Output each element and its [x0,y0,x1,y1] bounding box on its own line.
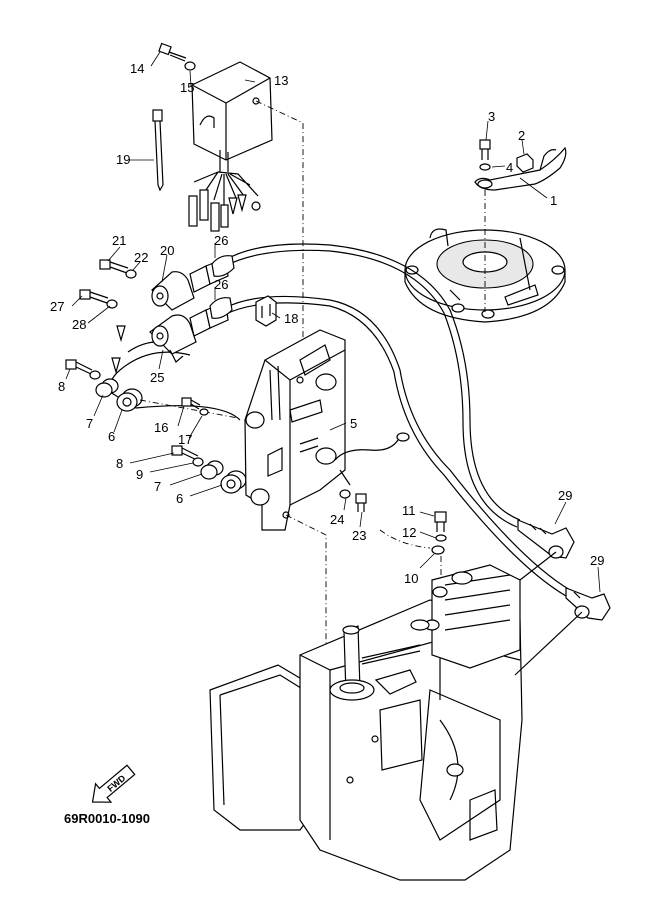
label-part-7a: 7 [86,416,93,431]
guide-line-13 [255,100,304,390]
bracket-5 [244,329,346,531]
label-part-21: 21 [112,233,126,248]
collar-7b [200,460,224,480]
washer-22 [125,269,137,279]
label-part-5: 5 [350,416,357,431]
label-part-8b: 8 [116,456,123,471]
collar-7a [95,378,119,398]
label-part-6a: 6 [108,429,115,444]
label-part-28: 28 [72,317,86,332]
label-part-29a: 29 [558,488,572,503]
label-part-11: 11 [402,503,416,518]
label-part-20: 20 [160,243,174,258]
label-part-27: 27 [50,299,64,314]
guide-line-6a [139,399,239,419]
label-part-8a: 8 [58,379,65,394]
label-part-10: 10 [404,571,418,586]
washer-9 [192,457,204,467]
pulser-coil-1 [474,146,567,191]
label-part-1: 1 [550,193,557,208]
bolt-27 [79,289,109,304]
bolt-16 [181,397,201,410]
label-part-2: 2 [518,128,525,143]
label-part-6b: 6 [176,491,183,506]
cdi-unit-13 [188,61,273,232]
cap-line-a [519,551,557,581]
grommet-6a [116,388,143,412]
leader-lines [65,51,601,593]
label-part-19: 19 [116,152,130,167]
label-part-26b: 26 [214,277,228,292]
bolt-8b [171,445,199,461]
fwd-arrow-icon: FWD [91,764,136,803]
label-part-17: 17 [178,432,192,447]
bolt-11 [434,511,447,532]
label-part-13: 13 [274,73,288,88]
label-part-9: 9 [136,467,143,482]
label-part-7b: 7 [154,479,161,494]
bolt-21 [99,259,129,274]
label-part-16: 16 [154,420,168,435]
clip-18 [255,295,277,327]
engine-block [209,564,523,881]
washer-4 [479,163,491,171]
bolt-8a [65,359,93,375]
ground-wire [334,439,399,461]
guide-line-5 [285,514,376,739]
cable-tie-19 [152,109,164,192]
washer-8a [89,370,101,380]
spike-part [116,325,126,343]
label-part-26a: 26 [214,233,228,248]
guide-line-10 [379,529,431,549]
plug-cap-29b [565,587,611,621]
label-part-12: 12 [402,525,416,540]
washer-12 [435,534,447,542]
wire-terminal [396,432,410,442]
diagram-code: 69R0010-1090 [64,811,150,826]
label-part-15: 15 [180,80,194,95]
label-part-29b: 29 [590,553,604,568]
washer-17 [199,408,209,416]
part-labels: 1 2 3 4 5 6 6 7 7 8 8 9 10 11 12 13 14 1… [50,61,604,586]
label-part-18: 18 [284,311,298,326]
cap-line-b [514,611,583,676]
label-part-3: 3 [488,109,495,124]
bolt-14 [158,42,187,62]
label-part-24: 24 [330,512,344,527]
washer-15 [184,61,196,71]
plug-cap-29a [517,519,575,559]
label-part-14: 14 [130,61,144,76]
bracket-wire-2 [339,469,351,486]
boot-26a [211,255,235,277]
grommet-6b [220,470,247,494]
washer-24 [339,489,351,499]
bolt-3 [479,139,491,160]
clamp-2 [516,153,534,173]
spike-part-2 [111,357,121,375]
ignition-coil-20 [151,257,229,311]
bolt-23 [355,493,367,512]
boot-26b [209,297,233,319]
label-part-23: 23 [352,528,366,543]
label-part-25: 25 [150,370,164,385]
terminal-10 [431,545,445,555]
label-part-22: 22 [134,250,148,265]
label-part-4: 4 [506,160,513,175]
